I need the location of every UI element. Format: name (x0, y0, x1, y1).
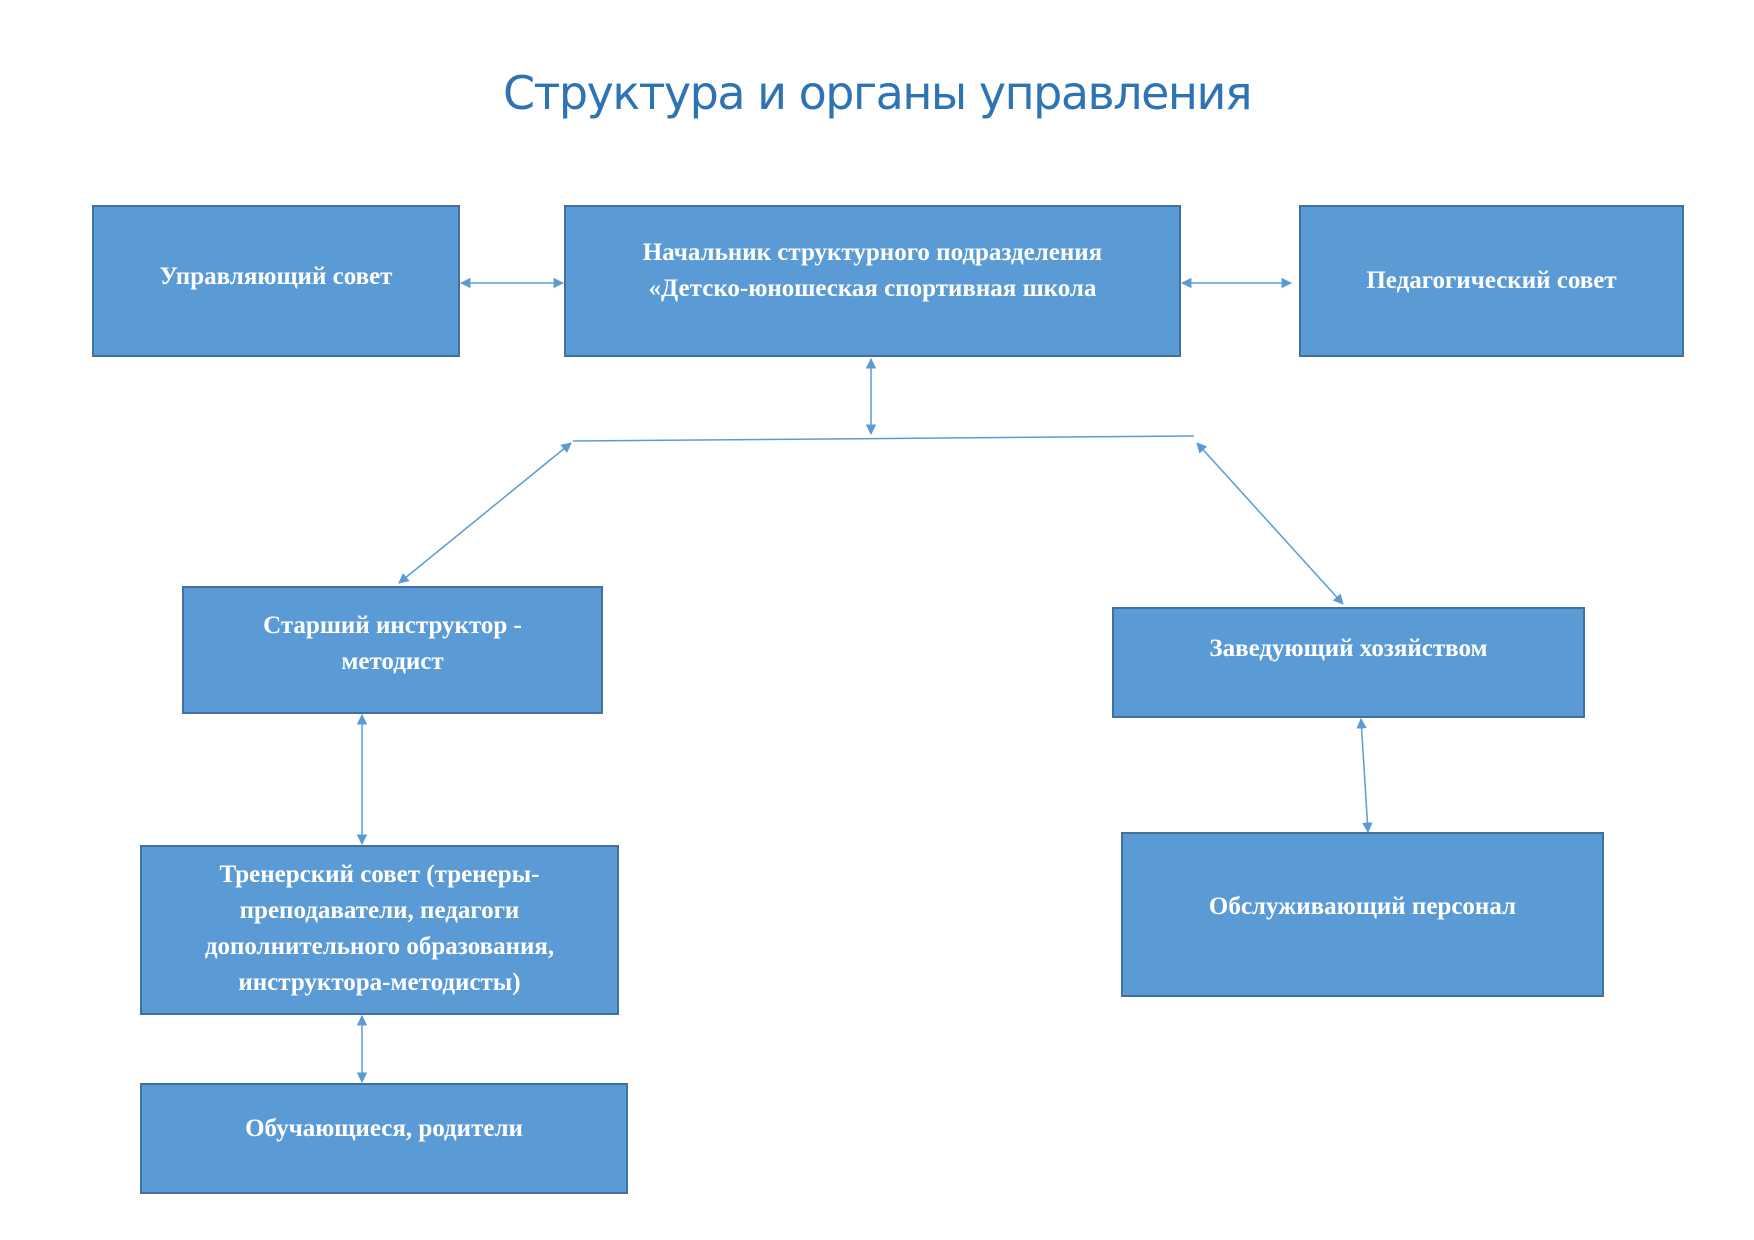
senior-instructor-label: Старший инструктор - методист (263, 612, 522, 675)
pedagogical-council-box: Педагогический совет (1299, 205, 1684, 357)
head-label: Начальник структурного подразделения «Де… (642, 239, 1103, 302)
connector-manager-staff (1356, 717, 1373, 834)
service-staff-box: Обслуживающий персонал (1121, 832, 1604, 997)
governing-council-label: Управляющий совет (159, 263, 393, 290)
students-parents-box: Обучающиеся, родители (140, 1083, 628, 1194)
page-title: Структура и органы управления (502, 66, 1253, 120)
coaching-council-label: Тренерский совет (тренеры-преподаватели,… (204, 861, 555, 996)
governing-council-box: Управляющий совет (92, 205, 460, 357)
connector-bus-senior (398, 442, 572, 584)
connector-bus-manager (1196, 442, 1344, 605)
senior-instructor-box: Старший инструктор - методист (182, 586, 603, 714)
service-staff-label: Обслуживающий персонал (1208, 893, 1517, 920)
coaching-council-box: Тренерский совет (тренеры-преподаватели,… (140, 845, 619, 1015)
pedagogical-council-label: Педагогический совет (1366, 267, 1617, 294)
students-parents-label: Обучающиеся, родители (245, 1115, 523, 1142)
facilities-manager-box: Заведующий хозяйством (1112, 607, 1585, 718)
facilities-manager-label: Заведующий хозяйством (1209, 635, 1488, 662)
head-box: Начальник структурного подразделения «Де… (564, 205, 1181, 357)
bus-line (572, 435, 1195, 442)
